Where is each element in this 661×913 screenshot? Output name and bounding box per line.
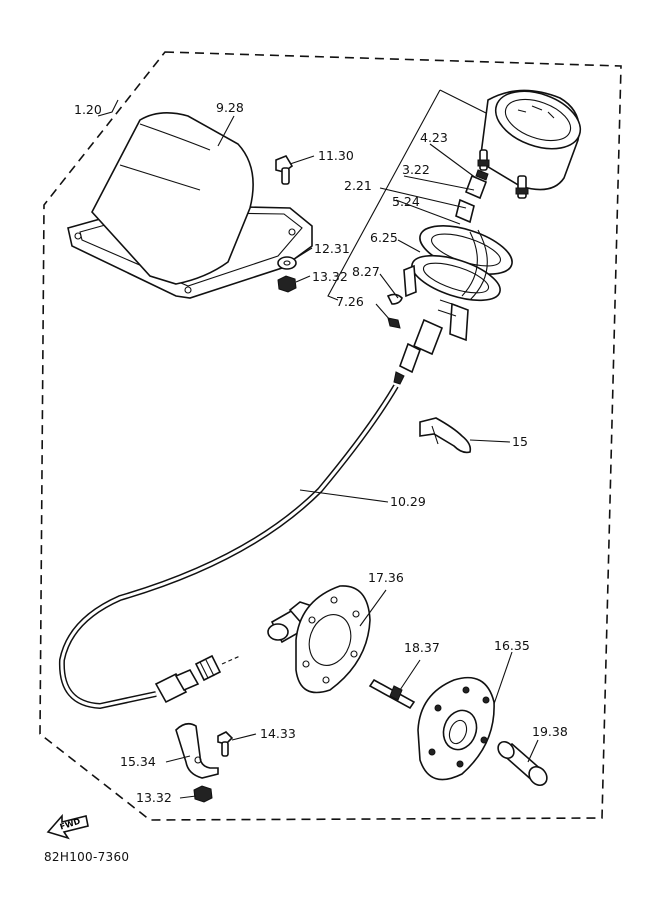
label-7: 7.26 — [336, 294, 364, 309]
label-10: 10.29 — [390, 494, 426, 509]
label-15-upper: 15 — [512, 434, 528, 449]
clamp-bolt — [217, 731, 234, 757]
washer — [277, 256, 297, 270]
cover-bolt — [275, 155, 294, 185]
label-13-top: 13.32 — [312, 269, 348, 284]
label-11: 11.30 — [318, 148, 354, 163]
cable-clamp-upper — [419, 417, 472, 454]
cable-clamp-lower — [175, 722, 219, 779]
drive-sleeve — [497, 740, 548, 787]
catalog-code: 82H100-7360 — [44, 850, 130, 864]
label-9: 9.28 — [216, 100, 244, 115]
assembly-boundary — [39, 51, 622, 821]
label-15-lower: 15.34 — [120, 754, 156, 769]
label-8: 8.27 — [352, 264, 380, 279]
nut-top — [277, 275, 297, 293]
label-17: 17.36 — [368, 570, 404, 585]
speedometer-cable — [58, 384, 399, 710]
label-6: 6.25 — [370, 230, 398, 245]
label-3: 3.22 — [402, 162, 430, 177]
fwd-arrow-icon: FWD — [46, 813, 89, 840]
leader-lines — [97, 99, 539, 799]
nut-bottom — [193, 785, 213, 803]
part-labels: 1.20 9.28 11.30 12.31 13.32 4.23 3.22 2.… — [74, 100, 568, 805]
drive-plate — [417, 676, 495, 781]
speedometer-gear-unit — [267, 585, 371, 694]
label-1: 1.20 — [74, 102, 102, 117]
label-16: 16.35 — [494, 638, 530, 653]
label-5: 5.24 — [392, 194, 420, 209]
label-12: 12.31 — [314, 241, 350, 256]
speedometer-assembly — [327, 89, 582, 385]
label-13-bottom: 13.32 — [136, 790, 172, 805]
speedometer-cover — [67, 112, 313, 299]
label-4: 4.23 — [420, 130, 448, 145]
label-18: 18.37 — [404, 640, 440, 655]
label-2: 2.21 — [344, 178, 372, 193]
drive-pin — [368, 678, 416, 710]
label-14: 14.33 — [260, 726, 296, 741]
label-19: 19.38 — [532, 724, 568, 739]
